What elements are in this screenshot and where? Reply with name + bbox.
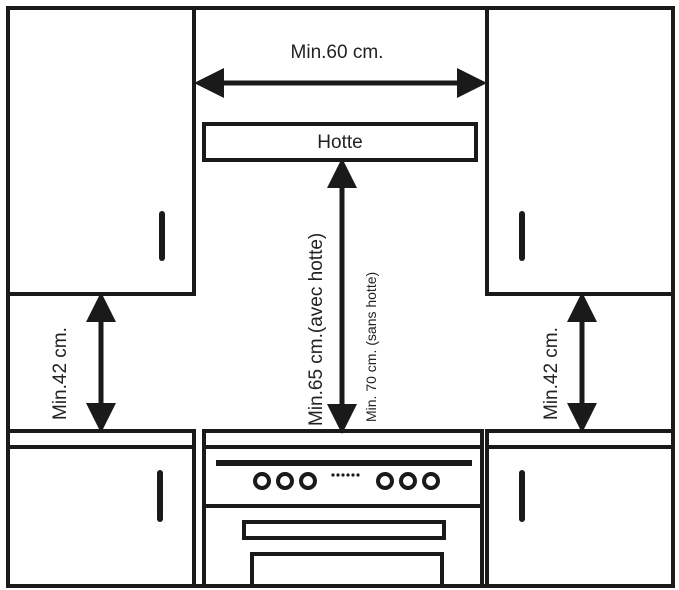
clearance-left-label: Min.42 cm. <box>50 327 71 420</box>
clearance-right-label: Min.42 cm. <box>541 327 562 420</box>
oven-handle-bar <box>242 520 446 540</box>
width-min-label: Min.60 cm. <box>291 42 384 63</box>
height-with-hood-label: Min.65 cm.(avec hotte) <box>306 233 327 426</box>
handle-icon <box>157 211 525 522</box>
upper-cabinet-right <box>485 6 675 296</box>
control-dots-icon <box>331 473 360 477</box>
height-without-hood-label: Min. 70 cm. (sans hotte) <box>363 272 379 422</box>
oven-door-window <box>250 552 444 588</box>
upper-cabinet-left <box>6 6 196 296</box>
lower-cabinet-left <box>6 445 196 588</box>
lower-cabinet-right <box>485 445 675 588</box>
countertop-left <box>6 429 196 449</box>
hood-label: Hotte <box>317 132 362 153</box>
countertop-right <box>485 429 675 449</box>
burner-icon <box>253 472 440 490</box>
